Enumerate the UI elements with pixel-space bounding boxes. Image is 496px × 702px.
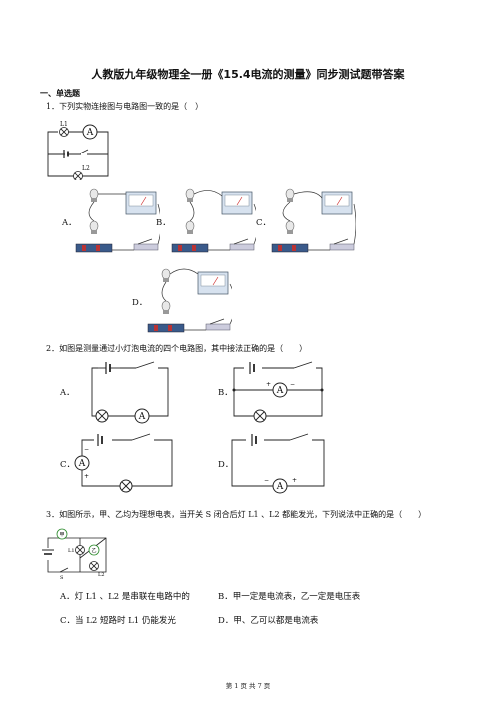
question-3-text: 3．如图所示，甲、乙均为理想电表，当开关 S 闭合后灯 L1 、L2 都能发光，… (46, 510, 427, 519)
q3-option-c[interactable]: C．当 L2 短路时 L1 仍能发光 (60, 616, 176, 626)
label-s: S (60, 575, 64, 580)
q2-option-d[interactable]: D． (218, 460, 234, 470)
q3-option-a[interactable]: A．灯 L1 、L2 是串联在电路中的 (60, 592, 190, 602)
section-heading: 一、单选题 (40, 89, 80, 98)
page-footer: 第 1 页 共 7 页 (225, 682, 271, 690)
svg-text:+: + (84, 473, 89, 480)
q1-option-b[interactable]: B． (156, 218, 171, 228)
q2-circuit-a (91, 361, 169, 424)
question-2-text: 2．如图是测量通过小灯泡电流的四个电路图，其中接法正确的是（ ） (46, 344, 308, 353)
svg-text:−: − (290, 381, 295, 388)
ammeter-icon (272, 382, 288, 398)
bulb-icon (59, 127, 69, 137)
q2-circuit-c: −+ (74, 433, 173, 493)
label-yi: 乙 (91, 547, 96, 554)
ammeter-icon (134, 408, 150, 424)
ammeter-icon (82, 124, 98, 140)
q2-circuit-b: +− (232, 361, 324, 423)
q1-option-d[interactable]: D． (132, 298, 148, 308)
svg-text:+: + (266, 381, 271, 388)
question-1-text: 1．下列实物连接图与电路图一致的是（ ） (46, 102, 204, 111)
q1-option-a[interactable]: A． (62, 218, 77, 228)
svg-text:+: + (292, 477, 297, 484)
q1-photo-a (75, 188, 160, 253)
document-title: 人教版九年级物理全一册《15.4电流的测量》同步测试题带答案 (91, 68, 405, 81)
q2-circuit-d: −+ (231, 433, 325, 494)
label-l2: L2 (98, 572, 105, 578)
ammeter-icon (272, 478, 288, 494)
svg-text:−: − (264, 477, 269, 484)
q1-photo-b (171, 188, 256, 253)
bulb-icon (119, 479, 133, 493)
q2-option-a[interactable]: A． (60, 388, 75, 398)
label-l1: L1 (68, 548, 75, 554)
bulb-icon (253, 409, 267, 423)
q3-circuit-diagram: 甲 乙 L1 L2 S (42, 528, 107, 580)
svg-text:−: − (84, 446, 89, 453)
bulb-icon (75, 545, 85, 555)
q3-option-b[interactable]: B．甲一定是电流表，乙一定是电压表 (218, 592, 361, 602)
q2-option-c[interactable]: C． (60, 460, 76, 470)
label-l1: L1 (60, 121, 68, 128)
label-l2: L2 (82, 165, 90, 172)
bulb-icon (95, 409, 109, 423)
q1-circuit-diagram: L1 L2 (47, 121, 109, 180)
meter-yi-icon (88, 544, 100, 556)
ammeter-icon (74, 455, 90, 471)
q1-photo-d (147, 268, 232, 333)
meter-jia-icon (56, 528, 68, 540)
bulb-icon (89, 561, 99, 571)
q1-photo-c (271, 188, 356, 253)
label-jia: 甲 (59, 532, 64, 538)
q3-option-d[interactable]: D．甲、乙可以都是电流表 (218, 616, 319, 626)
bulb-icon (73, 171, 83, 180)
q1-option-c[interactable]: C． (256, 218, 272, 228)
q2-option-b[interactable]: B． (218, 388, 233, 398)
